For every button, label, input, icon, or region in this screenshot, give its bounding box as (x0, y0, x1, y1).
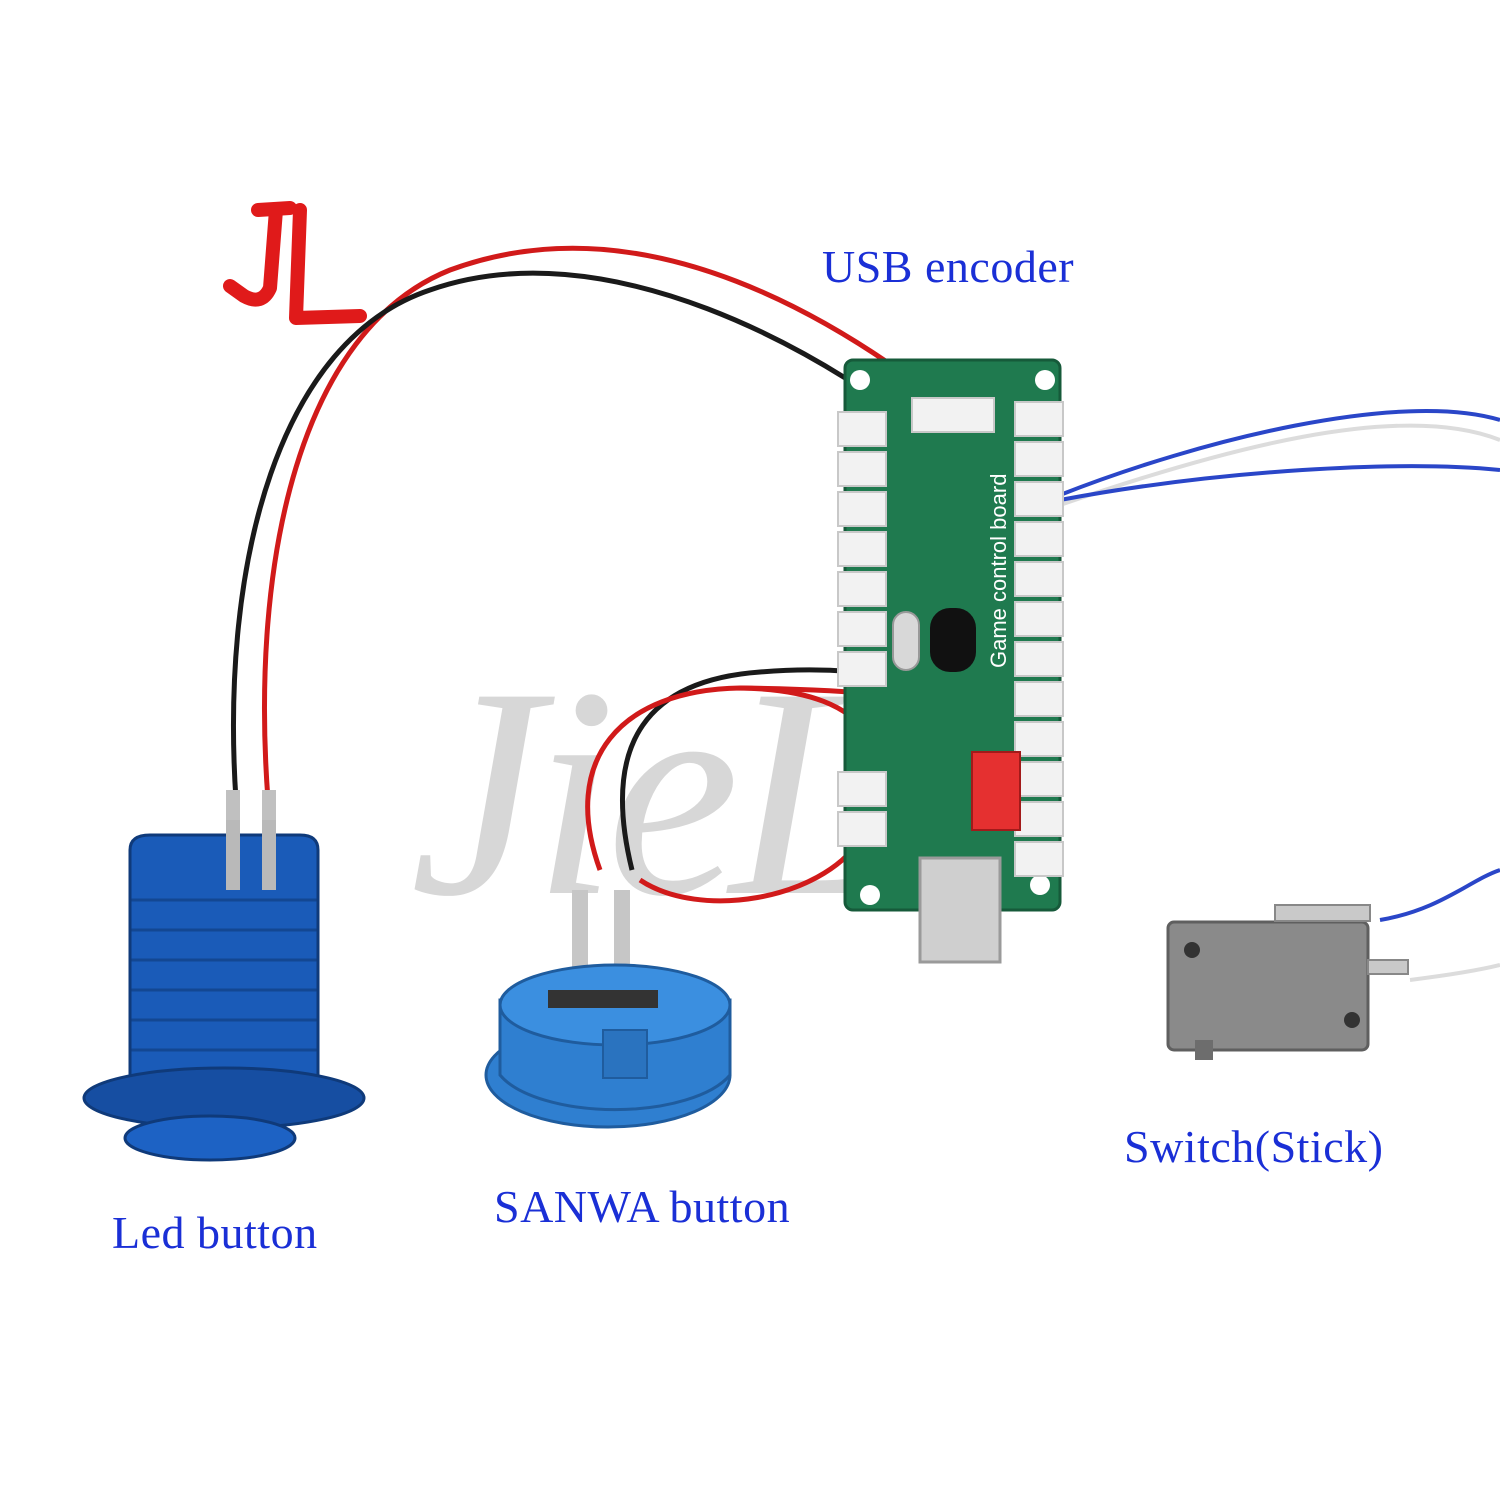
led-button-label: Led button (112, 1207, 318, 1258)
sanwa-button-label: SANWA button (494, 1181, 791, 1232)
usb-encoder-label: USB encoder (822, 241, 1075, 292)
led-button (82, 790, 366, 1162)
switch-wires (1059, 409, 1500, 982)
board-silkscreen: Game control board (986, 474, 1011, 668)
micro-switch (1166, 904, 1409, 1060)
switch-stick-label: Switch(Stick) (1124, 1121, 1384, 1172)
sanwa-button (484, 890, 732, 1129)
brand-logo (223, 201, 367, 325)
usb-encoder-board: Game control board (837, 358, 1064, 964)
